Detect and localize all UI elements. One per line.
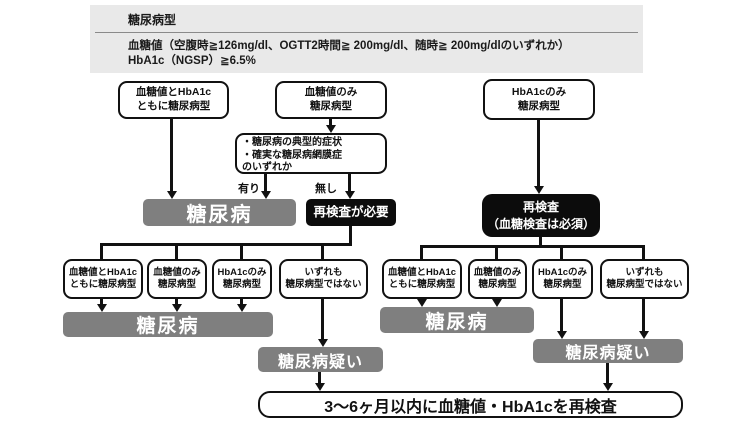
connector: [101, 243, 352, 246]
arrow-down-icon: [318, 339, 328, 347]
label-symptom-absent: 無し: [315, 183, 337, 195]
connector: [539, 237, 542, 248]
connector: [349, 226, 352, 246]
arrow-down-icon: [97, 304, 107, 312]
node-text: 糖尿病型: [157, 279, 196, 290]
outcome-suspected-right: 糖尿病疑い: [533, 339, 683, 363]
node-text: （血糖検査は必須）: [486, 216, 595, 231]
connector: [240, 243, 243, 259]
node-none-right: いずれも 糖尿病型ではない: [600, 259, 689, 299]
connector: [321, 299, 324, 340]
node-hba1c-only-right: HbA1cのみ 糖尿病型: [532, 259, 593, 299]
node-text: 糖尿病型: [222, 279, 261, 290]
connector: [321, 243, 324, 259]
outcome-diabetes-top: 糖尿病: [143, 199, 296, 226]
node-text: 血糖値のみ: [473, 266, 522, 278]
connector: [264, 173, 267, 192]
node-both-type-left: 血糖値とHbA1c ともに糖尿病型: [63, 259, 143, 299]
arrow-down-icon: [167, 191, 177, 199]
connector: [175, 299, 178, 305]
node-text: 糖尿病型: [518, 99, 560, 112]
node-text: ともに糖尿病型: [136, 100, 211, 112]
header-criteria-line1: 血糖値（空腹時≧126mg/dl、OGTT2時間≧ 200mg/dl、随時≧ 2…: [128, 40, 570, 52]
node-hba1c-only-left: HbA1cのみ 糖尿病型: [212, 259, 272, 299]
node-text: 血糖値のみ: [304, 86, 358, 99]
arrow-down-icon: [315, 383, 325, 391]
connector: [537, 120, 540, 187]
node-text: 糖尿病型: [478, 279, 517, 290]
outcome-diabetes-right: 糖尿病: [380, 307, 534, 333]
label-symptom-present: 有り: [238, 183, 260, 195]
outcome-suspected-left: 糖尿病疑い: [258, 347, 383, 372]
arrow-down-icon: [557, 331, 567, 339]
node-text: 糖尿病型: [543, 279, 582, 290]
arrow-down-icon: [639, 331, 649, 339]
connector: [240, 299, 243, 305]
arrow-down-icon: [326, 125, 336, 133]
criteria-line: ・確実な糖尿病網膜症: [242, 149, 342, 161]
node-hba1c-only-top: HbA1cのみ 糖尿病型: [483, 79, 595, 120]
connector: [348, 173, 351, 192]
node-glucose-only-left: 血糖値のみ 糖尿病型: [147, 259, 207, 299]
outcome-retest-needed: 再検査が必要: [306, 199, 396, 226]
connector: [560, 299, 563, 332]
criteria-line: ・糖尿病の典型的症状: [242, 137, 342, 148]
node-none-left: いずれも 糖尿病型ではない: [279, 259, 368, 299]
node-glucose-only-right: 血糖値のみ 糖尿病型: [468, 259, 527, 299]
header-divider: [95, 32, 638, 33]
final-retest-box: 3〜6ヶ月以内に血糖値・HbA1cを再検査: [258, 391, 683, 418]
arrow-down-icon: [237, 304, 247, 312]
arrow-down-icon: [261, 191, 271, 199]
node-text: 血糖値のみ: [153, 266, 201, 278]
arrow-down-icon: [492, 299, 502, 307]
node-text: ともに糖尿病型: [388, 279, 456, 290]
arrow-down-icon: [417, 299, 427, 307]
connector: [318, 372, 321, 384]
connector: [606, 363, 609, 384]
node-text: 血糖値とHbA1c: [135, 86, 212, 99]
node-text: 血糖値とHbA1c: [68, 266, 138, 278]
outcome-retest-mandatory: 再検査 （血糖検査は必須）: [482, 194, 600, 237]
criteria-line: のいずれか: [242, 162, 292, 173]
connector: [100, 243, 103, 259]
node-both-type-right: 血糖値とHbA1c ともに糖尿病型: [382, 259, 462, 299]
arrow-down-icon: [172, 304, 182, 312]
connector: [642, 299, 645, 332]
node-text: HbA1cのみ: [217, 266, 267, 278]
connector: [642, 245, 645, 259]
connector: [560, 245, 563, 259]
arrow-down-icon: [534, 186, 544, 194]
node-text: 糖尿病型: [310, 100, 352, 112]
outcome-diabetes-left: 糖尿病: [63, 312, 273, 337]
node-text: HbA1cのみ: [511, 85, 567, 98]
header-title: 糖尿病型: [128, 13, 177, 27]
node-text: いずれも: [625, 266, 664, 278]
node-text: いずれも: [304, 266, 343, 278]
node-both-type-top: 血糖値とHbA1c ともに糖尿病型: [118, 81, 229, 119]
node-text: 再検査: [522, 200, 559, 215]
connector: [329, 119, 332, 126]
arrow-down-icon: [345, 191, 355, 199]
connector: [100, 299, 103, 305]
header-criteria-line2: HbA1c（NGSP）≧6.5%: [128, 55, 256, 67]
node-text: 血糖値とHbA1c: [387, 266, 457, 278]
connector: [170, 119, 173, 192]
connector: [420, 245, 645, 248]
connector: [420, 245, 423, 259]
node-text: ともに糖尿病型: [69, 279, 137, 290]
node-text: HbA1cのみ: [537, 266, 588, 278]
node-glucose-only-top: 血糖値のみ 糖尿病型: [275, 81, 387, 119]
flowchart-header: 糖尿病型 血糖値（空腹時≧126mg/dl、OGTT2時間≧ 200mg/dl、…: [90, 5, 643, 73]
connector: [175, 243, 178, 259]
arrow-down-icon: [603, 383, 613, 391]
node-text: 糖尿病型ではない: [285, 279, 362, 290]
node-text: 糖尿病型ではない: [606, 279, 683, 290]
connector: [495, 245, 498, 259]
symptom-criteria-box: ・糖尿病の典型的症状 ・確実な糖尿病網膜症 のいずれか: [235, 133, 387, 174]
